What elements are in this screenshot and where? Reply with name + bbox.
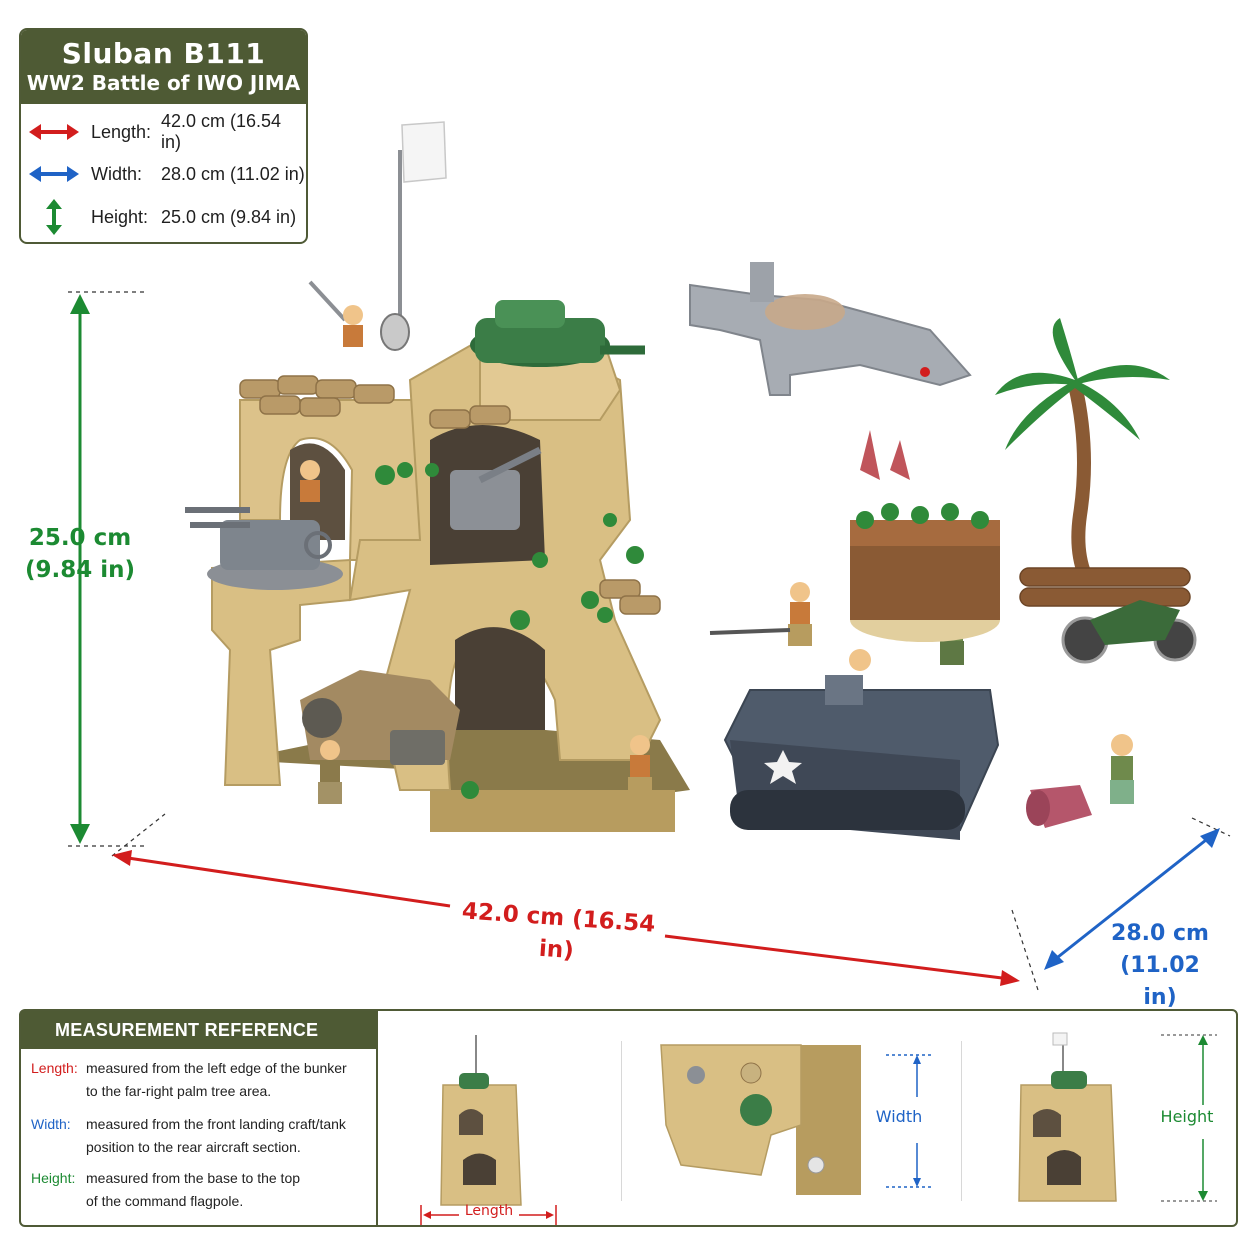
- blue-double-arrow-icon: [29, 162, 79, 186]
- width-dimension-arrow: [1044, 817, 1231, 970]
- jeep-model: [300, 670, 460, 765]
- green-vertical-arrow-icon: [29, 199, 79, 235]
- reference-length-line1: measured from the left edge of the bunke…: [86, 1060, 347, 1076]
- reference-length-line2: to the far-right palm tree area.: [86, 1083, 272, 1099]
- reference-height-desc: measured from the base to the top of the…: [86, 1167, 376, 1213]
- length-dimension-arrow: [111, 813, 1039, 991]
- spec-width-value: 28.0 cm (11.02 in): [161, 163, 305, 184]
- motorcycle-model: [1061, 600, 1197, 664]
- height-reference-label: Height: [1160, 1107, 1214, 1126]
- reference-width-key: Width:: [31, 1116, 71, 1132]
- spec-row-length: Length: 42.0 cm (16.54 in): [29, 111, 306, 152]
- height-dimension-label: 25.0 cm (9.84 in): [20, 522, 140, 586]
- reference-width-desc: measured from the front landing craft/ta…: [86, 1113, 376, 1159]
- height-reference-thumbnail: [1018, 1032, 1217, 1202]
- height-in-text: (9.84 in): [24, 557, 136, 583]
- spec-height-label: Height:: [91, 206, 149, 227]
- reference-height-key: Height:: [31, 1170, 76, 1186]
- measurement-reference-heading: MEASUREMENT REFERENCE: [21, 1011, 376, 1049]
- width-cm-text: 28.0 cm: [1111, 921, 1209, 946]
- reference-divider: [376, 1011, 378, 1225]
- product-illustration: [68, 121, 1231, 991]
- spec-height-value: 25.0 cm (9.84 in): [161, 206, 297, 227]
- height-dimension-arrow: [68, 291, 148, 847]
- palm-tree-model: [995, 318, 1191, 607]
- spec-width-label: Width:: [91, 163, 143, 184]
- aircraft-model: [689, 262, 972, 396]
- spec-card: Sluban B111 WW2 Battle of IWO JIMA Lengt…: [19, 28, 308, 244]
- amphibious-tank-model: [723, 649, 1000, 840]
- panel-separator: [961, 1041, 962, 1201]
- spec-length-label: Length:: [91, 121, 152, 142]
- product-title: Sluban B111: [61, 37, 266, 70]
- panel-separator: [621, 1041, 622, 1201]
- bunker-fortress: [185, 121, 690, 832]
- reference-length-key: Length:: [31, 1060, 78, 1076]
- spec-card-header: Sluban B111 WW2 Battle of IWO JIMA: [21, 30, 306, 104]
- product-subtitle: WW2 Battle of IWO JIMA: [26, 71, 301, 95]
- red-double-arrow-icon: [29, 120, 79, 144]
- width-reference-label: Width: [875, 1107, 923, 1126]
- barrel-model: [1026, 785, 1092, 828]
- width-reference-thumbnail: [660, 1044, 931, 1195]
- length-reference-label: Length: [464, 1203, 514, 1219]
- turret-model: [470, 300, 645, 367]
- measurement-reference-panel: MEASUREMENT REFERENCE Length: measured f…: [19, 1009, 1238, 1227]
- flagpole: [398, 121, 447, 340]
- length-reference-thumbnail: [420, 1035, 557, 1225]
- reference-width-line2: position to the rear aircraft section.: [86, 1139, 301, 1155]
- reference-width-line1: measured from the front landing craft/ta…: [86, 1116, 346, 1132]
- width-in-text: (11.02 in): [1120, 953, 1200, 1010]
- spec-row-width: Width: 28.0 cm (11.02 in): [29, 162, 305, 186]
- spec-row-height: Height: 25.0 cm (9.84 in): [29, 199, 297, 235]
- reference-height-line1: measured from the base to the top: [86, 1170, 301, 1186]
- height-cm-text: 25.0 cm: [28, 525, 132, 551]
- width-dimension-label: 28.0 cm (11.02 in): [1100, 918, 1220, 1014]
- reference-length-desc: measured from the left edge of the bunke…: [86, 1057, 376, 1103]
- reference-height-line2: of the command flagpole.: [86, 1193, 244, 1209]
- spec-length-value: 42.0 cm (16.54 in): [160, 111, 282, 152]
- jungle-bunker-model: [850, 430, 1000, 642]
